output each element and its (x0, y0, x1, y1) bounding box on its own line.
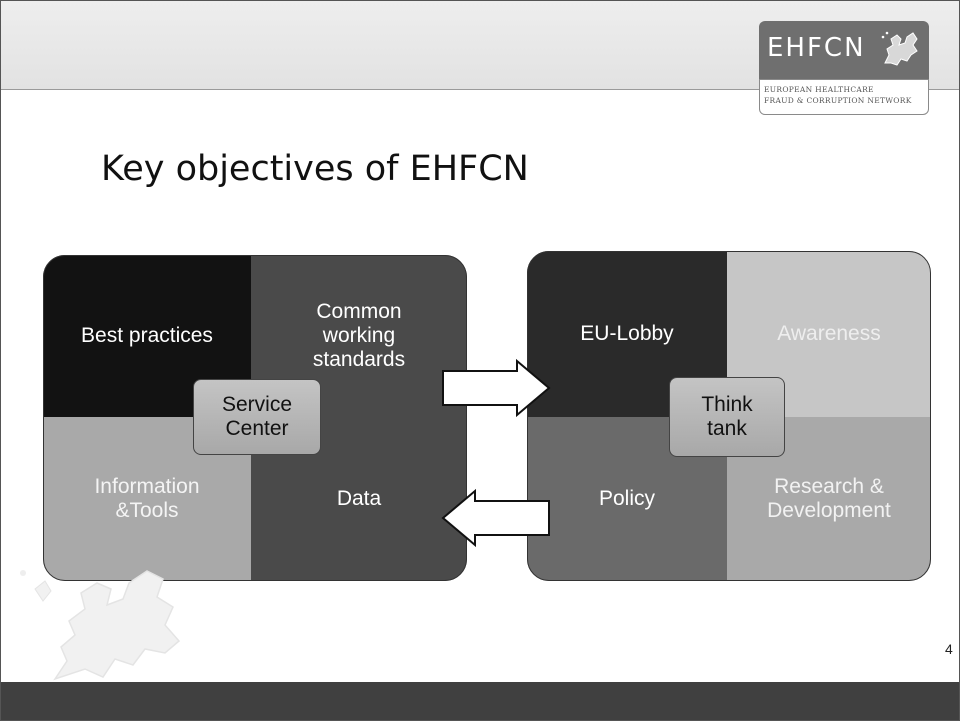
service-center-hub: Service Center (193, 379, 321, 455)
arrow-left-icon (441, 488, 550, 548)
footer-band (1, 682, 959, 720)
ehfcn-logo: EHFCN European Healthcare Fraud & Corrup… (759, 21, 929, 115)
europe-map-watermark (20, 570, 181, 681)
slide-title: Key objectives of EHFCN (101, 149, 529, 189)
europe-map-icon (881, 31, 918, 66)
logo-banner: EHFCN (759, 21, 929, 79)
think-tank-hub: Think tank (669, 377, 785, 457)
cell-eu-lobby: EU-Lobby (527, 251, 727, 417)
page-number: 4 (945, 641, 953, 657)
logo-caption: European Healthcare Fraud & Corruption N… (764, 84, 912, 106)
logo-caption-line1: European Healthcare (764, 85, 874, 94)
logo-caption-box: European Healthcare Fraud & Corruption N… (759, 79, 929, 115)
arrow-right-icon (442, 358, 551, 418)
cell-information-tools: Information &Tools (43, 417, 251, 581)
logo-caption-line2: Fraud & Corruption Network (764, 96, 912, 105)
logo-wordmark: EHFCN (767, 33, 866, 63)
cell-common-working-standards: Common working standards (251, 255, 467, 417)
